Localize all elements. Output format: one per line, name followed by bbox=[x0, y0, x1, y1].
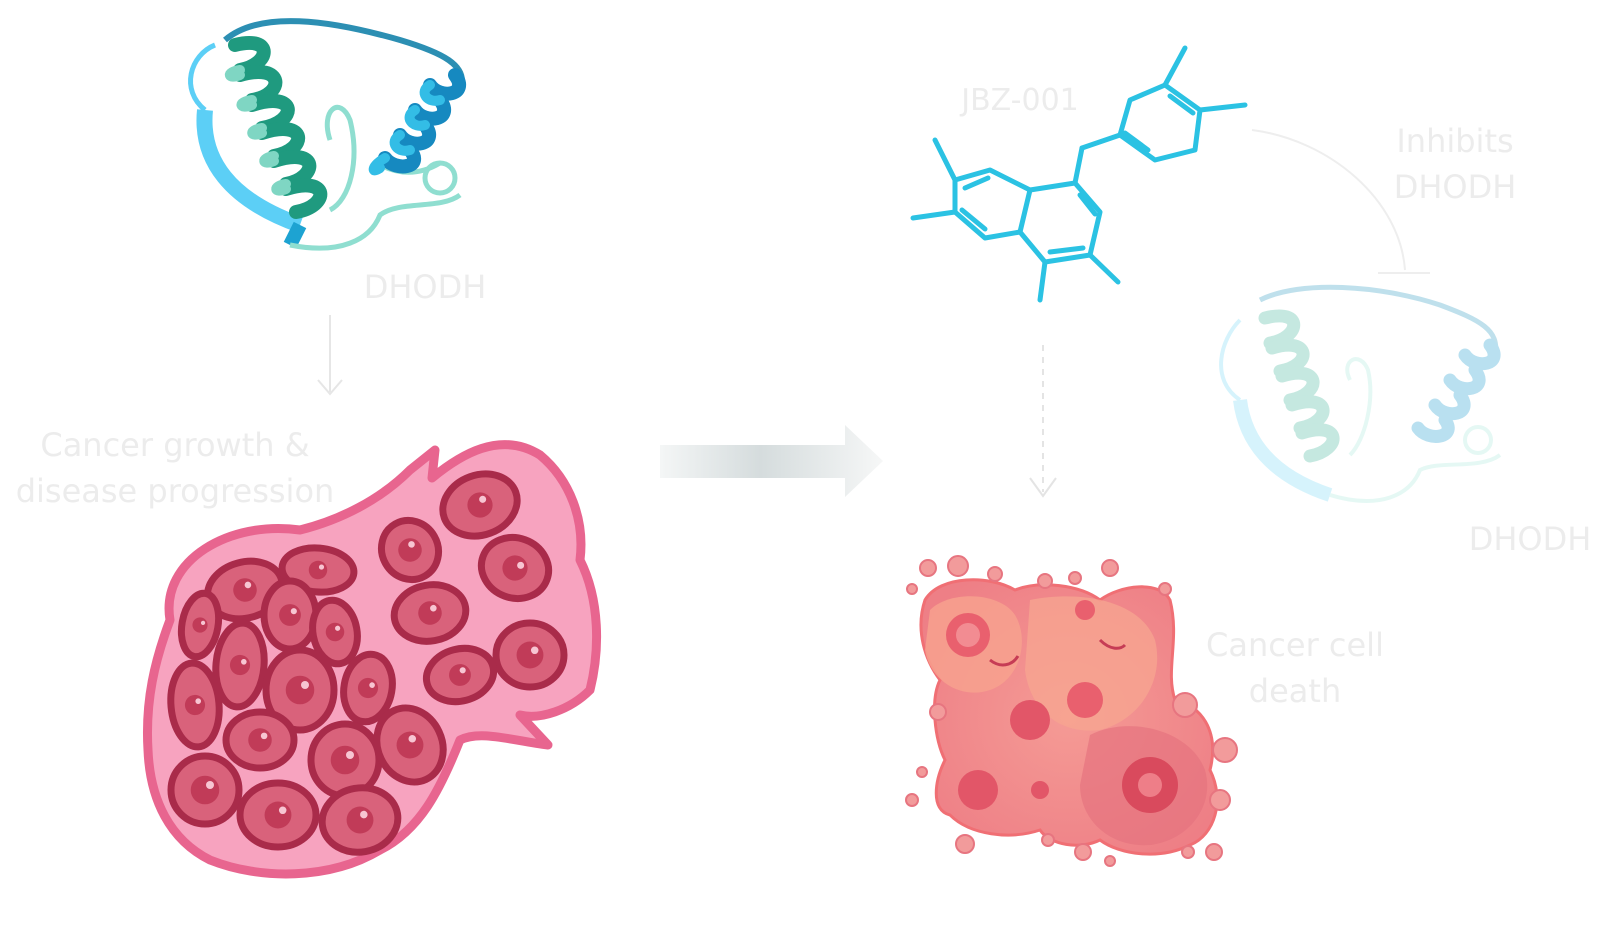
cancer-growth-line1: Cancer growth & bbox=[40, 426, 310, 464]
tumor-cell bbox=[212, 619, 268, 711]
tumor-cell bbox=[309, 596, 361, 668]
cancer-growth-line2: disease progression bbox=[15, 472, 335, 510]
tumor-cell bbox=[222, 708, 298, 772]
tumor-cell bbox=[167, 659, 223, 751]
dhodh-label-right: DHODH bbox=[1468, 520, 1592, 558]
jbz-001-molecule bbox=[910, 45, 1248, 303]
arrow-down-center bbox=[1029, 345, 1057, 498]
dhodh-protein-left bbox=[188, 18, 466, 251]
inhibits-line1: Inhibits bbox=[1396, 122, 1514, 160]
tumor-cell bbox=[422, 644, 498, 706]
tumor-cell bbox=[477, 534, 553, 602]
inhibits-label: Inhibits DHODH bbox=[1380, 118, 1530, 210]
tumor-cell bbox=[177, 589, 223, 661]
arrow-down-left bbox=[317, 315, 343, 396]
transition-arrow bbox=[660, 425, 883, 497]
compound-label: JBZ-001 bbox=[961, 83, 1079, 118]
tumor-cell bbox=[390, 581, 470, 645]
dhodh-label-left: DHODH bbox=[363, 268, 487, 306]
inhibition-arrow bbox=[1251, 129, 1430, 274]
tumor-cell bbox=[318, 784, 402, 856]
tumor-cell bbox=[167, 752, 243, 828]
dead-cancer-cells bbox=[905, 555, 1238, 867]
inhibits-line2: DHODH bbox=[1393, 168, 1517, 206]
tumor-cell bbox=[260, 577, 320, 653]
tumor-cell bbox=[262, 646, 338, 734]
cell-death-line2: death bbox=[1248, 672, 1342, 710]
tumor-cells bbox=[167, 470, 568, 856]
tumor-cell bbox=[340, 650, 396, 726]
cell-death-line1: Cancer cell bbox=[1206, 626, 1384, 664]
tumor-cell bbox=[373, 704, 447, 786]
tumor-cell bbox=[439, 470, 521, 540]
tumor-cell bbox=[236, 779, 320, 851]
dhodh-protein-right bbox=[1219, 284, 1502, 503]
tumor-cell bbox=[492, 619, 568, 691]
tumor-cell bbox=[377, 516, 443, 584]
cell-death-label: Cancer cell death bbox=[1200, 622, 1390, 714]
cancer-growth-label: Cancer growth & disease progression bbox=[10, 422, 340, 514]
